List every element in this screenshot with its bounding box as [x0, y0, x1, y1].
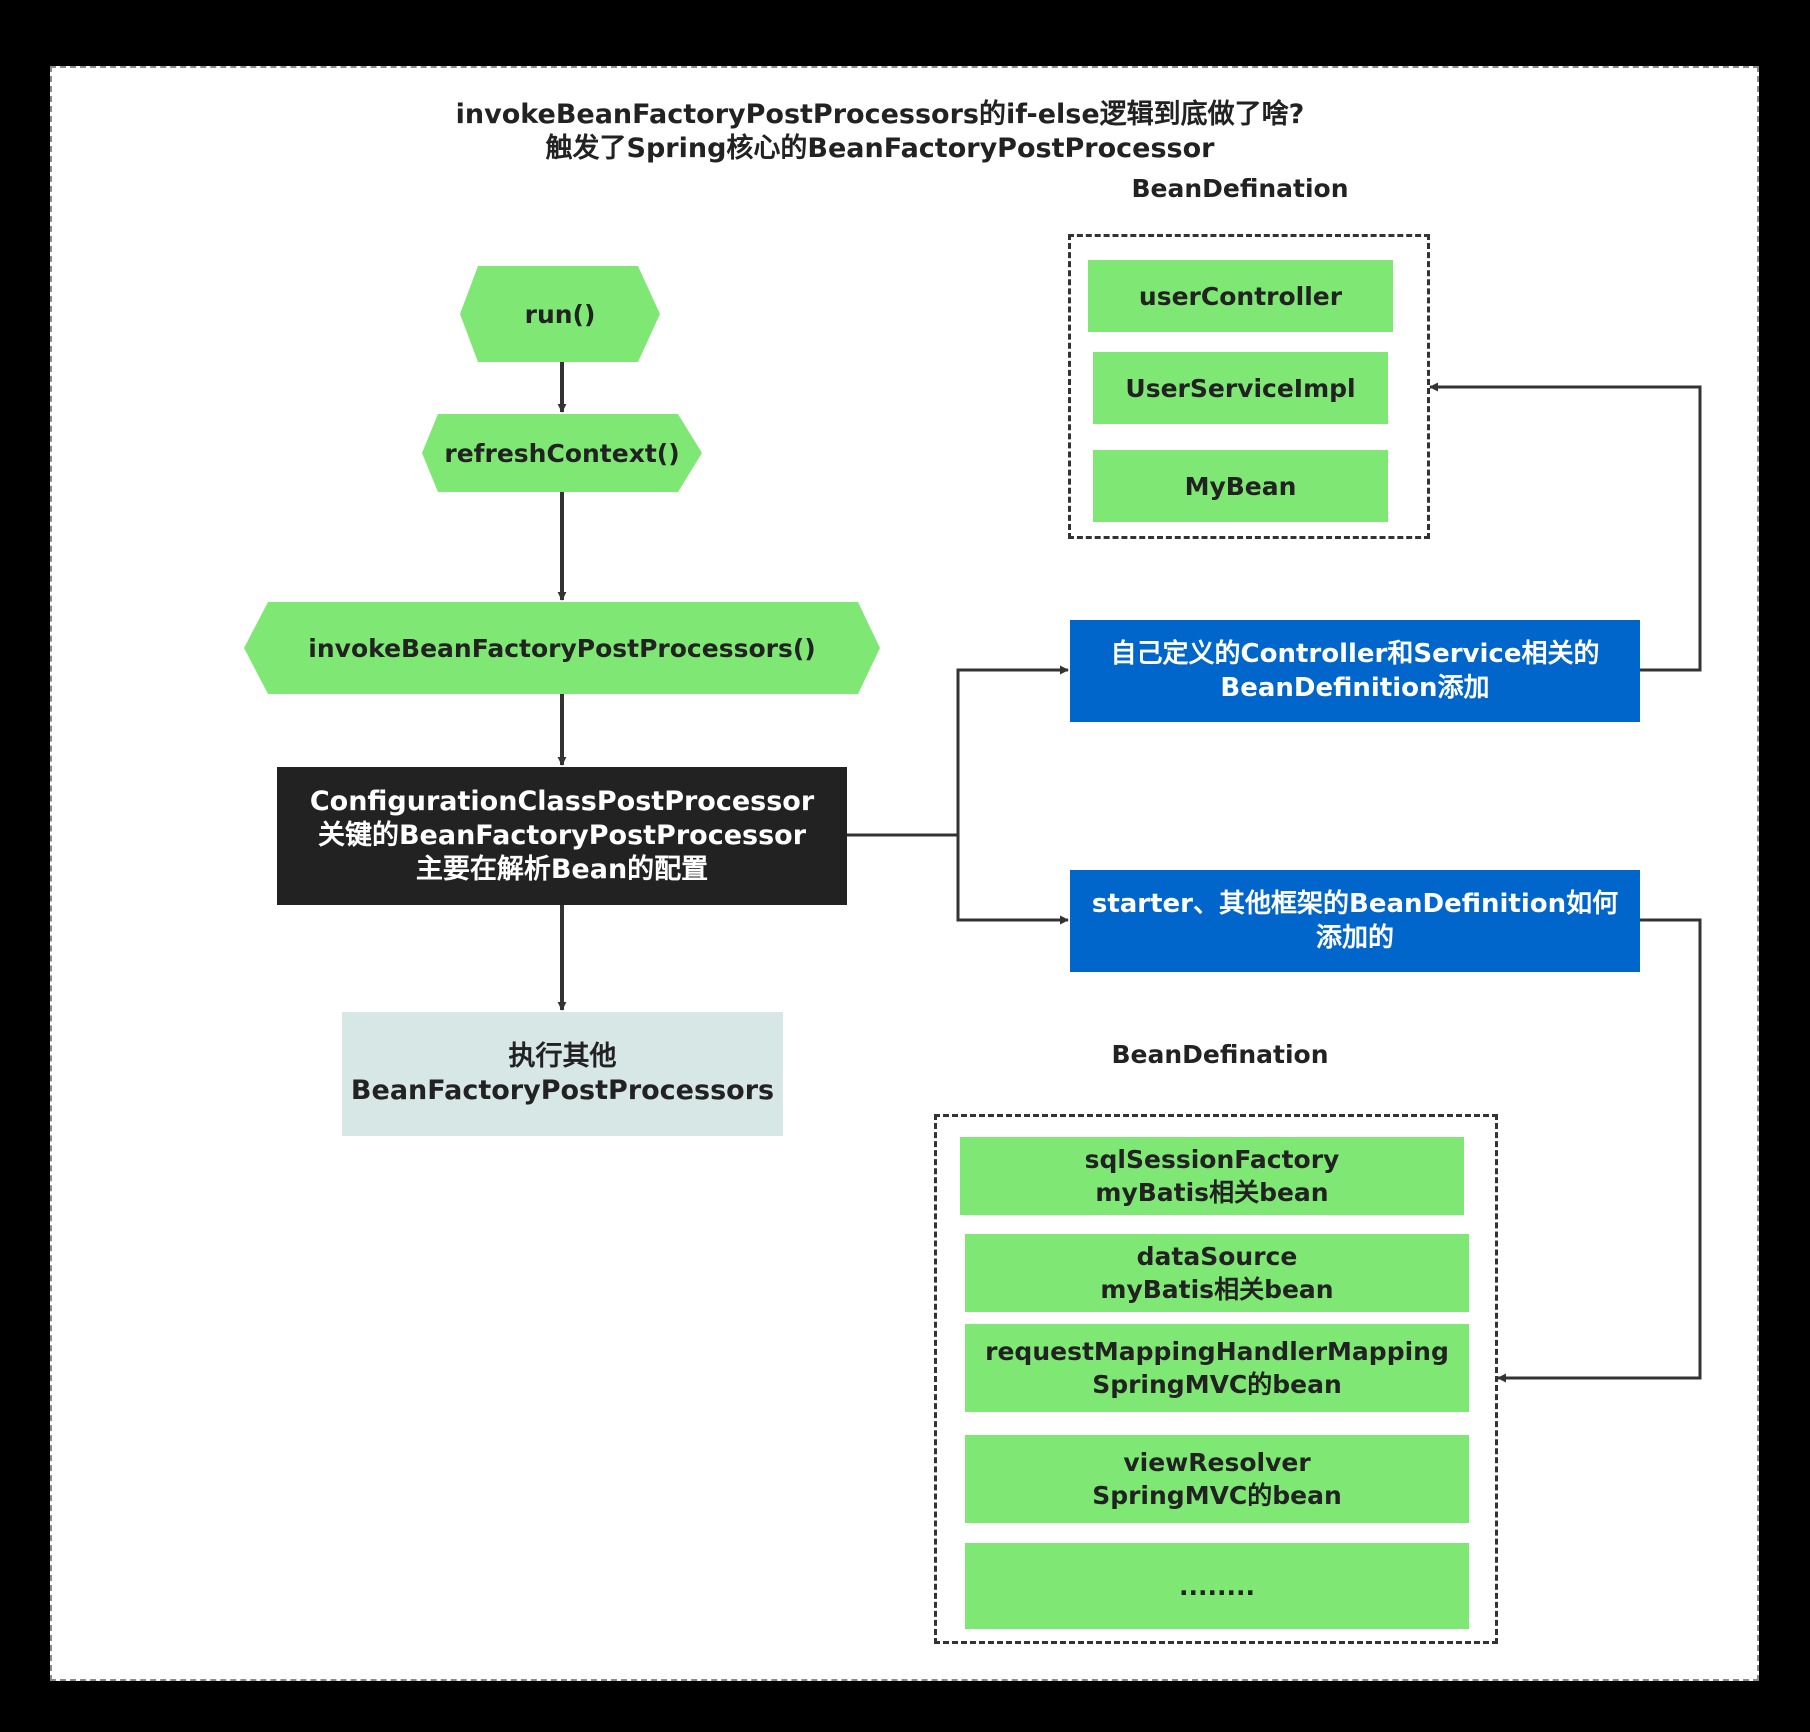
run-node-shape [460, 266, 660, 362]
bottom-bean-definition-group [934, 1114, 1498, 1644]
refresh-context-node-shape [422, 414, 702, 492]
bean-more-ellipsis: ........ [965, 1543, 1469, 1629]
custom-bean-definition-node: 自己定义的Controller和Service相关的 BeanDefinitio… [1070, 620, 1640, 722]
starter-bean-definition-node: starter、其他框架的BeanDefinition如何 添加的 [1070, 870, 1640, 972]
bean-sql-session-factory: sqlSessionFactory myBatis相关bean [960, 1137, 1464, 1215]
run-node: run() [524, 299, 596, 329]
config-class-post-processor-node: ConfigurationClassPostProcessor 关键的BeanF… [277, 767, 847, 905]
title-line-1: invokeBeanFactoryPostProcessors的if-else逻… [455, 99, 1305, 130]
edge-config-to-starter [956, 835, 1069, 925]
top-bean-definition-group [1068, 234, 1430, 539]
edge-starter-to-bottom-group [1497, 918, 1702, 1383]
bean-data-source: dataSource myBatis相关bean [965, 1234, 1469, 1312]
invoke-node-shape [244, 602, 880, 694]
bean-my-bean: MyBean [1093, 450, 1388, 522]
top-group-caption: BeanDefination [1131, 174, 1349, 203]
other-post-processors-node: 执行其他 BeanFactoryPostProcessors [342, 1012, 783, 1136]
bean-user-controller: userController [1088, 260, 1393, 332]
invoke-node: invokeBeanFactoryPostProcessors() [308, 633, 816, 663]
title-line-2: 触发了Spring核心的BeanFactoryPostProcessor [545, 133, 1215, 164]
bean-user-service-impl: UserServiceImpl [1093, 352, 1388, 424]
diagram-title: invokeBeanFactoryPostProcessors的if-else逻… [300, 98, 1460, 166]
refresh-context-node: refreshContext() [444, 438, 680, 468]
bottom-group-caption: BeanDefination [1111, 1040, 1329, 1069]
bean-request-mapping-handler-mapping: requestMappingHandlerMapping SpringMVC的b… [965, 1324, 1469, 1412]
edge-config-to-custom [847, 665, 1069, 837]
bean-view-resolver: viewResolver SpringMVC的bean [965, 1435, 1469, 1523]
edge-custom-to-top-group [1429, 382, 1702, 672]
